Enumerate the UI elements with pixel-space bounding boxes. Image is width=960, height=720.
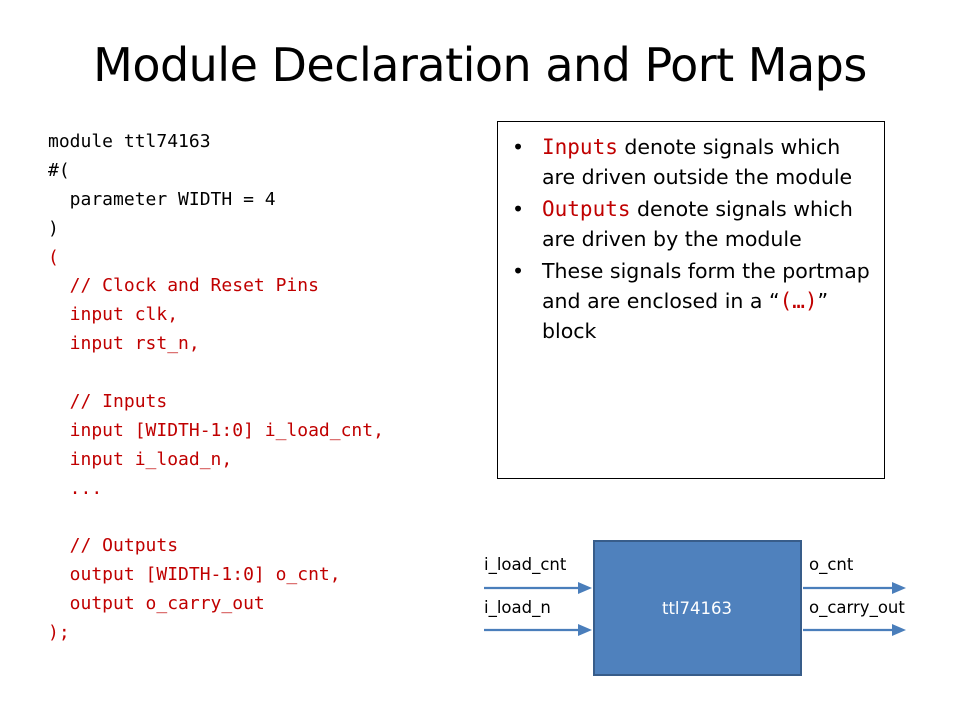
portmap-description-end: ” block <box>542 289 829 343</box>
verilog-code-block: module ttl74163#( parameter WIDTH = 4)( … <box>48 128 384 648</box>
code-line: parameter WIDTH = 4 <box>48 188 276 210</box>
slide-title: Module Declaration and Port Maps <box>93 38 867 92</box>
code-line: // Clock and Reset Pins <box>48 275 319 297</box>
outputs-description: denote signals which are driven by the m… <box>542 197 853 251</box>
arrowhead-icon <box>892 582 906 594</box>
code-line: input clk, <box>48 304 179 326</box>
bullet-dot-icon: • <box>512 135 525 159</box>
arrowhead-icon <box>892 624 906 636</box>
code-line: ... <box>48 477 103 499</box>
bullet-dot-icon: • <box>512 197 525 221</box>
module-name-label: ttl74163 <box>662 599 732 618</box>
code-line: input rst_n, <box>48 333 200 355</box>
arrowhead-icon <box>578 624 592 636</box>
code-line: ) <box>48 217 59 239</box>
arrowhead-icon <box>578 582 592 594</box>
bullet-inputs: • Inputs denote signals which are driven… <box>512 132 876 192</box>
output-port-label: o_carry_out <box>809 598 905 618</box>
input-port-label: i_load_n <box>484 598 551 618</box>
code-line: output [WIDTH-1:0] o_cnt, <box>48 564 341 586</box>
code-line: output o_carry_out <box>48 593 265 615</box>
inputs-keyword: Inputs <box>542 135 618 159</box>
portmap-description-start: These signals form the portmap and are e… <box>542 259 870 313</box>
bullet-dot-icon: • <box>512 259 525 283</box>
code-line: ); <box>48 622 70 644</box>
code-line: // Outputs <box>48 535 179 557</box>
code-line: input i_load_n, <box>48 448 233 470</box>
notes-box: • Inputs denote signals which are driven… <box>497 121 885 479</box>
code-line <box>48 359 384 388</box>
outputs-keyword: Outputs <box>542 197 631 221</box>
output-port-label: o_cnt <box>809 555 854 575</box>
code-line <box>48 504 384 533</box>
code-line: input [WIDTH-1:0] i_load_cnt, <box>48 419 384 441</box>
input-port-label: i_load_cnt <box>484 555 567 575</box>
module-block-diagram: ttl74163 i_load_cnt i_load_n o_cnt o_car… <box>484 540 906 676</box>
module-block <box>593 540 802 676</box>
bullet-portmap: • These signals form the portmap and are… <box>512 256 876 346</box>
code-line: module ttl74163 <box>48 131 211 152</box>
code-line: #( <box>48 159 70 181</box>
bullet-outputs: • Outputs denote signals which are drive… <box>512 194 876 254</box>
inputs-description: denote signals which are driven outside … <box>542 135 853 189</box>
code-line: // Inputs <box>48 391 168 413</box>
code-line: ( <box>48 246 59 268</box>
portmap-keyword: (…) <box>779 289 818 313</box>
